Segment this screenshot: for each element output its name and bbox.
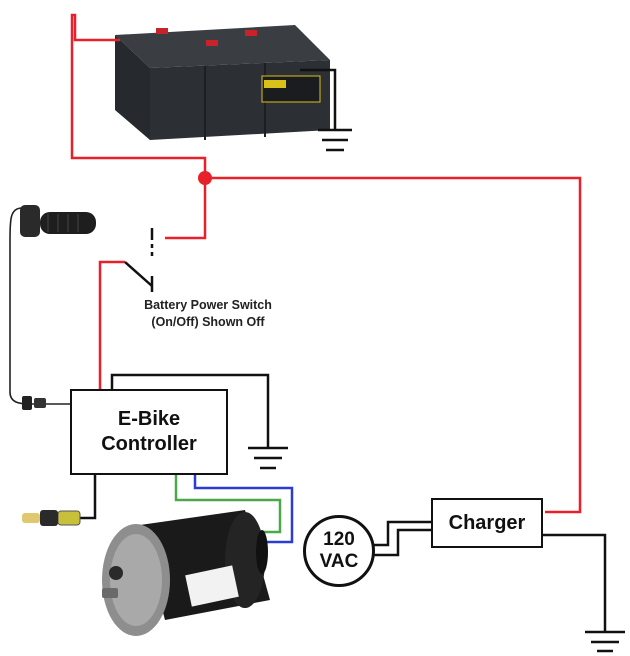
controller-ground [110,373,288,470]
mains-source: 120 VAC [303,515,375,587]
dc-motor [102,510,270,636]
switch-caption-line2: (On/Off) Shown Off [151,315,265,329]
switch-caption: Battery Power Switch (On/Off) Shown Off [108,297,308,331]
throttle-grip [20,205,96,237]
charger-label: Charger [448,511,526,534]
battery-terminal [206,40,218,46]
positive-wiring [70,13,582,514]
controller-label-line1: E-Bike [117,408,181,430]
throttle-connector [22,396,46,410]
controller-box: E-Bike Controller [70,389,228,475]
charger-ground [543,533,625,653]
switch-caption-line1: Battery Power Switch [144,298,272,312]
battery-power-switch [124,228,154,292]
motor-wire-green [174,475,282,534]
brake-switch [22,510,81,526]
battery-pack [115,25,330,140]
throttle-cable [9,207,70,405]
battery-label [261,75,321,103]
battery-ground [300,68,352,152]
battery-terminal [245,30,257,36]
motor-wire-blue [193,475,294,544]
charger-box: Charger [431,498,543,548]
mains-unit: VAC [319,551,359,572]
mains-voltage: 120 [323,529,355,550]
controller-label-line2: Controller [101,433,197,455]
battery-terminal [156,28,168,34]
mains-leads [374,520,431,557]
brake-wire [78,475,97,520]
motor-label-plate [185,565,239,607]
junction-dot [198,171,212,185]
